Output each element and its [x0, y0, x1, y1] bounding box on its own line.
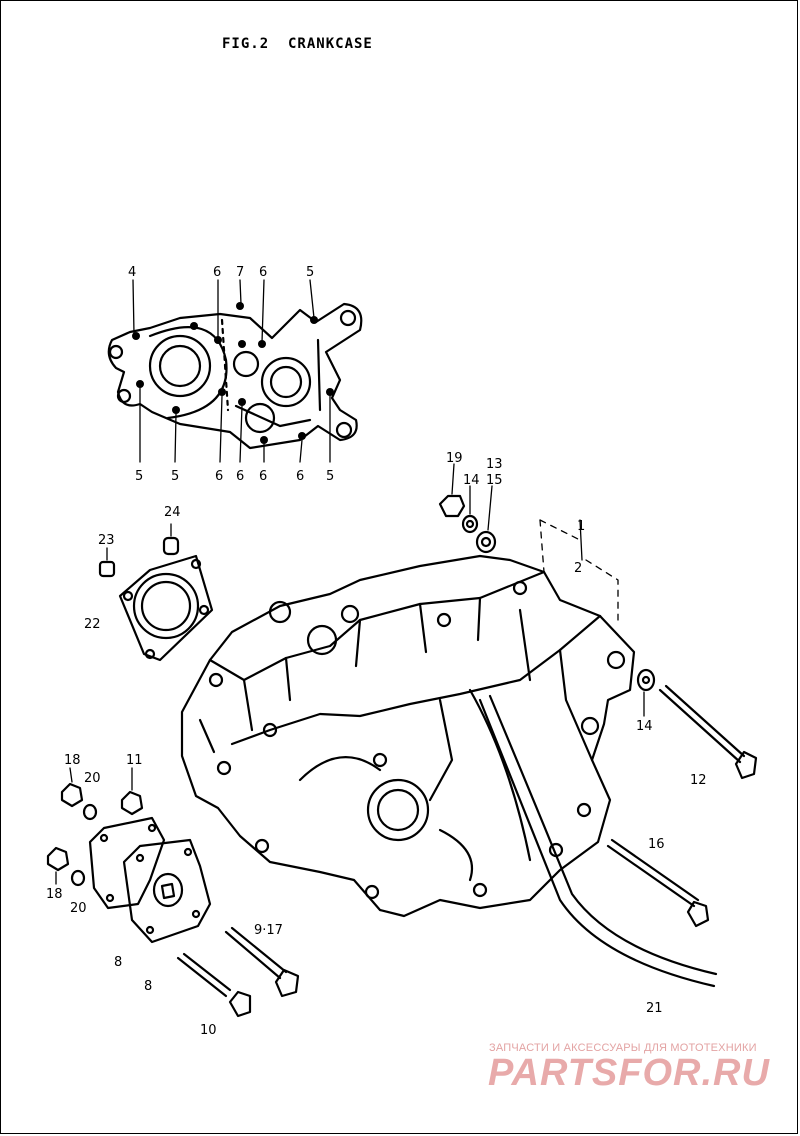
- callout-6: 6: [213, 265, 221, 280]
- callout-2: 2: [574, 561, 582, 576]
- callout-16: 16: [648, 837, 665, 852]
- bolt-23: [98, 547, 116, 578]
- hose-21: [478, 694, 718, 988]
- bolt-16: [606, 838, 710, 928]
- plate-8-rear: [88, 816, 166, 910]
- callout-12: 12: [690, 773, 707, 788]
- bolt-10: [176, 952, 252, 1018]
- callout-24: 24: [164, 505, 181, 520]
- callout-14: 14: [463, 473, 480, 488]
- nut-11: [120, 790, 144, 816]
- washer-14: [461, 514, 479, 534]
- callout-15: 15: [486, 473, 503, 488]
- callout-18: 18: [64, 753, 81, 768]
- callout-5: 5: [306, 265, 314, 280]
- callout-1: 1: [577, 519, 585, 534]
- callout-20: 20: [70, 901, 87, 916]
- callout-6: 6: [259, 265, 267, 280]
- callout-18: 18: [46, 887, 63, 902]
- bolt-12: [658, 684, 758, 780]
- callout-6: 6: [236, 469, 244, 484]
- nut-18-upper: [60, 782, 84, 808]
- callout-23: 23: [98, 533, 115, 548]
- callout-22: 22: [84, 617, 101, 632]
- callout-8: 8: [144, 979, 152, 994]
- callout-6: 6: [259, 469, 267, 484]
- plate-8-front: [122, 838, 212, 944]
- crankcase-halves: [180, 554, 636, 918]
- nut-19: [438, 494, 466, 518]
- figure-title: FIG.2 CRANKCASE: [222, 36, 373, 52]
- callout-21: 21: [646, 1001, 663, 1016]
- washer-20-lower: [70, 869, 86, 887]
- washer-14-right: [636, 668, 656, 692]
- dowel-pin-24: [162, 523, 180, 556]
- callout-9-17: 9·17: [254, 923, 283, 938]
- callout-5: 5: [135, 469, 143, 484]
- crankcase-inner-view: [107, 279, 363, 463]
- callout-5: 5: [171, 469, 179, 484]
- callout-5: 5: [326, 469, 334, 484]
- nut-18-lower: [46, 846, 70, 872]
- bolt-9-17: [224, 926, 300, 998]
- callout-13: 13: [486, 457, 503, 472]
- assembly-lines: [539, 519, 619, 621]
- washer-13-15: [475, 530, 497, 554]
- callout-6: 6: [296, 469, 304, 484]
- washer-20-upper: [82, 803, 98, 821]
- gasket-22: [118, 554, 214, 662]
- callout-20: 20: [84, 771, 101, 786]
- callout-8: 8: [114, 955, 122, 970]
- callout-14: 14: [636, 719, 653, 734]
- callout-11: 11: [126, 753, 143, 768]
- callout-6: 6: [215, 469, 223, 484]
- callout-4: 4: [128, 265, 136, 280]
- callout-7: 7: [236, 265, 244, 280]
- callout-10: 10: [200, 1023, 217, 1038]
- callout-19: 19: [446, 451, 463, 466]
- watermark-tagline: ЗАПЧАСТИ И АКСЕССУАРЫ ДЛЯ МОТОТЕХНИКИ: [489, 1042, 757, 1054]
- leader-lines: [55, 463, 645, 885]
- watermark-logo: PARTSFOR.RU: [488, 1052, 770, 1094]
